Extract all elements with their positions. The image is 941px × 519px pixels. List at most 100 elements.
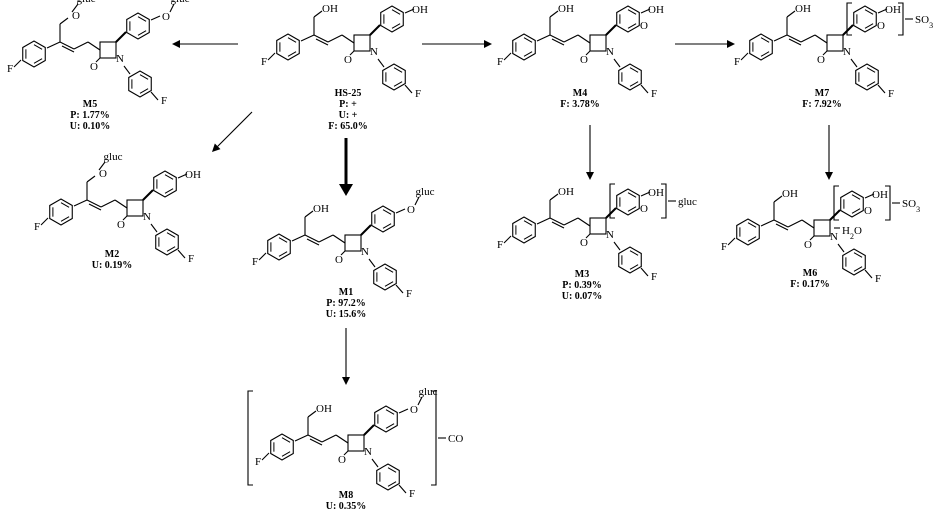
arrow-hs25-to-m2-head <box>212 143 221 152</box>
water-label: H2O <box>842 225 862 241</box>
fluorophenyl-ring <box>22 40 46 68</box>
arrow-hs25-to-m2 <box>212 111 253 152</box>
stereo-wedge-bond <box>363 424 375 436</box>
phenol-glucuronide-label: gluc <box>416 186 435 198</box>
fluorine-atom: F <box>734 56 740 68</box>
bond <box>177 249 186 259</box>
phenol-oxygen-label: OH <box>872 189 888 201</box>
stereo-hash-bond <box>814 34 828 44</box>
bond <box>122 215 128 221</box>
alkene-bond <box>786 34 802 43</box>
n-fluorophenyl-ring-inner-bond <box>139 88 149 94</box>
phenol-oxygen-label: O <box>410 404 418 416</box>
alkyl-oxygen-label: OH <box>782 188 798 200</box>
phenol-oxygen-label: OH <box>648 4 664 16</box>
fluorophenyl-ring-inner-bond <box>747 236 757 242</box>
compound-label-m1: M1P: 97.2%U: 15.6% <box>326 287 367 320</box>
bond <box>640 84 649 94</box>
alkene-bond <box>549 217 565 226</box>
fluorophenyl-ring <box>736 218 760 246</box>
nitrogen-atom: N <box>143 211 151 223</box>
compound-label-m7: M7F: 7.92% <box>802 88 841 110</box>
hydroxyphenyl-ring <box>840 190 864 218</box>
abundance-value: U: 0.07% <box>562 291 603 302</box>
bond <box>395 284 404 294</box>
bond <box>613 241 621 251</box>
bond <box>864 269 873 279</box>
alkyl-oxygen-label: OH <box>316 403 332 415</box>
bond <box>417 396 423 406</box>
arrow-hs25-to-m4 <box>422 40 492 48</box>
abundance-value: P: 1.77% <box>70 110 109 121</box>
bond <box>169 3 175 13</box>
hydroxymethyl-bond <box>307 410 317 418</box>
bond <box>177 173 188 179</box>
phenol-oxygen-label: O <box>407 204 415 216</box>
bond <box>773 34 788 42</box>
hydroxyphenyl-ring-inner-bond <box>137 30 147 36</box>
stereo-wedge-bond <box>360 224 372 236</box>
azetidinone-ring <box>589 34 607 52</box>
alkene-double-bond <box>551 221 565 229</box>
alkyl-oxygen-label: OH <box>313 203 329 215</box>
bracket-left <box>247 390 253 486</box>
compound-name: M4 <box>573 88 587 99</box>
azetidinone-ring <box>589 217 607 235</box>
compound-m5: FOglucONOglucF <box>7 0 190 107</box>
bond <box>377 58 385 68</box>
fluorophenyl-ring <box>49 198 73 226</box>
bond <box>71 3 79 13</box>
fluorophenyl-ring <box>276 33 300 61</box>
carbonyl-oxygen: O <box>817 54 825 66</box>
compound-label-m4: M4F: 3.78% <box>560 88 599 110</box>
abundance-value: U: 0.10% <box>70 121 111 132</box>
bracket-left <box>846 2 852 36</box>
fluorine-atom: F <box>497 239 503 251</box>
carbonyl-oxygen: O <box>338 454 346 466</box>
arrow-hs25-to-m4-head <box>484 40 492 48</box>
arrow-m4-to-m7-head <box>727 40 735 48</box>
bond <box>760 219 775 227</box>
fluorophenyl-ring-inner-bond <box>281 437 291 443</box>
hydroxyphenyl-ring-inner-bond <box>864 23 874 29</box>
bracket-right <box>898 2 904 36</box>
hydroxyphenyl-ring-inner-bond <box>627 192 637 198</box>
phenol-oxygen-label: OH <box>185 169 201 181</box>
hydroxyphenyl-ring <box>371 205 395 233</box>
carbonyl-oxygen: O <box>580 237 588 249</box>
nitrogen-atom: N <box>606 229 614 241</box>
n-fluorophenyl-ring-inner-bond <box>384 267 394 273</box>
bracket-substituent: gluc <box>678 196 697 208</box>
fluorophenyl-ring-inner-bond <box>33 58 43 64</box>
nitrogen-atom: N <box>843 46 851 58</box>
azetidinone-ring <box>826 34 844 52</box>
n-fluorophenyl-ring-inner-bond <box>387 467 397 473</box>
fluorophenyl-ring-inner-bond <box>287 37 297 43</box>
n-fluorophenyl-ring <box>618 63 642 91</box>
bond <box>73 41 89 50</box>
carbonyl-oxygen: O <box>117 219 125 231</box>
bond <box>585 50 591 56</box>
n-fluorophenyl-ring-inner-bond <box>629 81 639 87</box>
bond <box>585 233 591 239</box>
n-fluorophenyl-ring-inner-bond <box>139 74 149 80</box>
bond <box>800 34 816 43</box>
fluorophenyl-ring <box>749 33 773 61</box>
hydroxyphenyl-ring <box>126 12 150 40</box>
fluorophenyl-ring-inner-bond <box>760 37 770 43</box>
bond <box>640 8 651 14</box>
bond <box>398 484 407 494</box>
n-fluorophenyl-ring-inner-bond <box>853 266 863 272</box>
hydroxymethyl-bond <box>549 10 559 18</box>
arrow-m4-to-m7 <box>675 40 735 48</box>
hydroxyphenyl-ring-inner-bond <box>385 423 395 429</box>
abundance-value: F: 7.92% <box>802 99 841 110</box>
bond <box>371 458 379 468</box>
bond <box>321 434 337 443</box>
hydroxyphenyl-ring-inner-bond <box>385 409 395 415</box>
hydroxyphenyl-ring-inner-bond <box>851 194 861 200</box>
alkene-double-bond <box>88 203 102 211</box>
